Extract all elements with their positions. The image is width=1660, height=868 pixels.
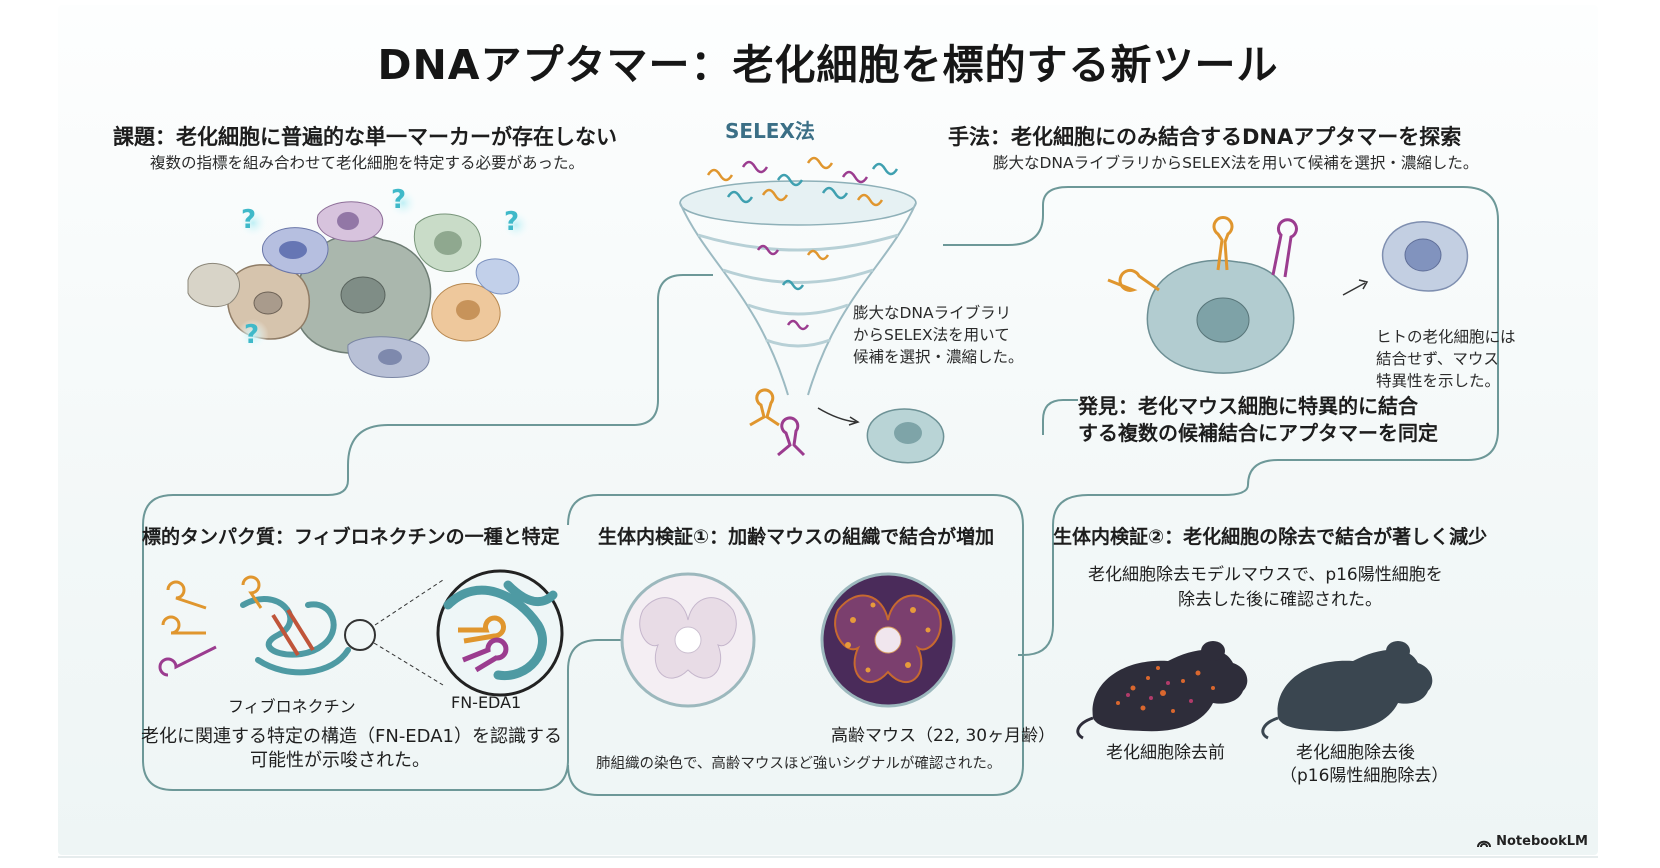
arrow-icon: [848, 416, 860, 426]
method-heading: 手法：老化細胞にのみ結合するDNAアプタマーを探索: [948, 125, 1462, 149]
target-heading: 標的タンパク質：フィブロネクチンの一種と特定: [142, 526, 560, 548]
method-subtext: 膨大なDNAライブラリからSELEX法を用いて候補を選択・濃縮した。: [993, 154, 1479, 172]
page-title: DNAアプタマー：老化細胞を標的する新ツール: [377, 41, 1279, 89]
old-lung-tissue: [820, 572, 956, 708]
young-lung-tissue: [620, 572, 756, 708]
selex-note-line-2: からSELEX法を用いて: [853, 326, 1010, 344]
discovery-note-line-1: ヒトの老化細胞には: [1376, 328, 1516, 346]
fibronectin-illustration: [158, 569, 564, 697]
invivo2-sub-line-2: 除去した後に確認された。: [1178, 590, 1382, 610]
brand-label: NotebookLM: [1496, 834, 1588, 849]
before-removal-label: 老化細胞除去前: [1106, 743, 1225, 763]
mouse-after-removal: [1261, 641, 1433, 740]
selex-note-line-3: 候補を選択・濃縮した。: [853, 348, 1024, 366]
challenge-subtext: 複数の指標を組み合わせて老化細胞を特定する必要があった。: [150, 154, 585, 172]
target-desc-line-1: 老化に関連する特定の構造（FN-EDA1）を認識する: [141, 726, 562, 747]
fn-eda1-label: FN-EDA1: [451, 693, 522, 712]
aptamer-binding-illustration: [749, 388, 945, 464]
mouse-before-removal: [1076, 641, 1248, 740]
fibronectin-label: フィブロネクチン: [228, 697, 356, 716]
flow-connector: [142, 186, 1499, 796]
discovery-heading-line-1: 発見：老化マウス細胞に特異的に結合: [1078, 394, 1418, 418]
question-icon: ?: [244, 320, 260, 350]
selex-label: SELEX法: [725, 119, 815, 143]
discovery-note-line-3: 特異性を示した。: [1376, 372, 1501, 390]
question-icon: ?: [391, 185, 407, 215]
after-removal-sublabel: （p16陽性細胞除去）: [1280, 766, 1449, 786]
discovery-note-line-2: 結合せず、マウス: [1376, 350, 1499, 368]
invivo2-sub-line-1: 老化細胞除去モデルマウスで、p16陽性細胞を: [1088, 565, 1443, 585]
invivo1-desc: 肺組織の染色で、高齢マウスほど強いシグナルが確認された。: [596, 756, 1002, 772]
selex-note-line-1: 膨大なDNAライブラリ: [853, 304, 1012, 322]
infographic-canvas: DNAアプタマー：老化細胞を標的する新ツール 課題：老化細胞に普遍的な単一マーカ…: [58, 5, 1598, 855]
arrow-icon: [1342, 282, 1366, 296]
after-removal-label: 老化細胞除去後: [1296, 743, 1415, 763]
challenge-heading: 課題：老化細胞に普遍的な単一マーカーが存在しない: [113, 125, 617, 149]
invivo1-heading: 生体内検証①：加齢マウスの組織で結合が増加: [598, 526, 995, 548]
old-mouse-label: 高齢マウス（22, 30ヶ月齢）: [831, 726, 1056, 746]
bottom-divider: [58, 856, 1598, 858]
target-desc-line-2: 可能性が示唆された。: [250, 750, 430, 771]
discovery-illustration: [1107, 216, 1469, 374]
senescent-cells-cluster: [187, 187, 532, 379]
selex-funnel: [679, 156, 917, 396]
question-icon: ?: [504, 207, 520, 237]
notebooklm-logo: NotebookLM: [1477, 834, 1588, 849]
invivo2-heading: 生体内検証②：老化細胞の除去で結合が著しく減少: [1053, 526, 1488, 548]
notebooklm-logo-icon: [1477, 840, 1492, 847]
discovery-heading-line-2: する複数の候補結合にアプタマーを同定: [1078, 421, 1438, 445]
question-icon: ?: [241, 205, 257, 235]
